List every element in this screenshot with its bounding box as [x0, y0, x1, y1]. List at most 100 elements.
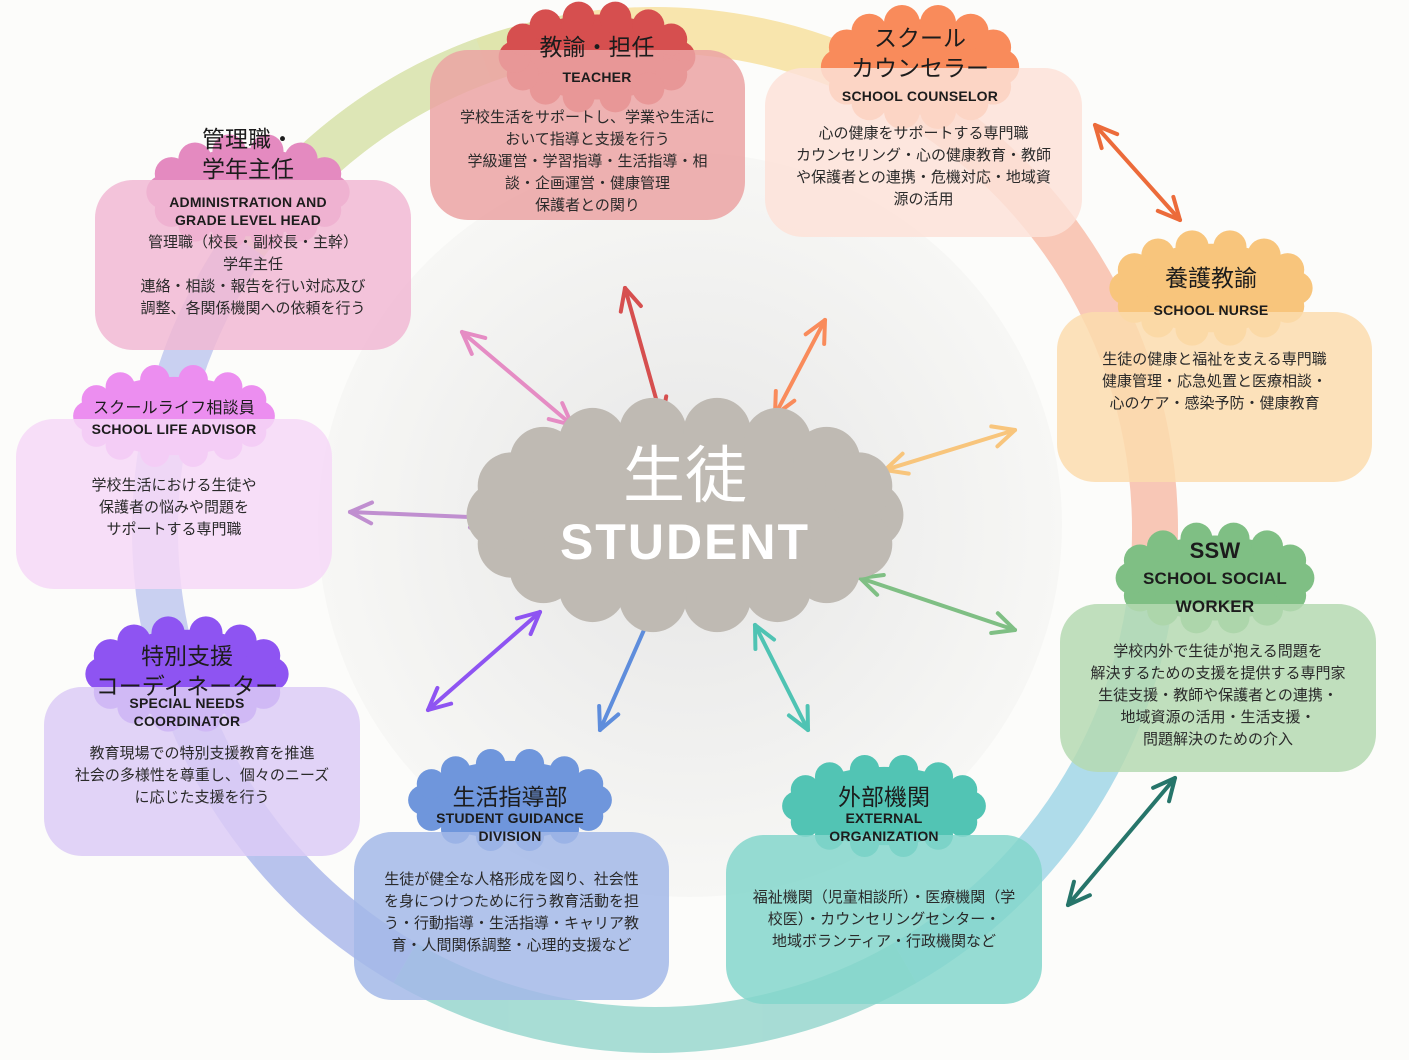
card-school-life-advisor: [16, 419, 332, 589]
subtitle-line: ORGANIZATION: [829, 828, 939, 844]
description-line: 解決するための支援を提供する専門家: [1090, 665, 1346, 682]
title-teacher: 教諭・担任: [457, 32, 737, 62]
subtitle-line: SCHOOL NURSE: [1153, 302, 1269, 318]
student-cloud: [466, 397, 904, 633]
description-line: 健康管理・応急処置と医療相談・: [1101, 373, 1327, 390]
description-line: 生徒が健全な人格形成を図り、社会性: [384, 871, 639, 888]
subtitle-special-needs: SPECIAL NEEDS COORDINATOR: [47, 694, 327, 730]
title-student-guidance: 生活指導部: [370, 782, 650, 812]
description-line: 福祉機関（児童相談所）・医療機関（学: [752, 889, 1016, 906]
student-title-jp: 生徒: [622, 442, 747, 511]
double-arrow-icon: [753, 623, 810, 732]
subtitle-line: SSW: [1189, 538, 1241, 563]
cloud-shapes: [73, 1, 1315, 857]
description-line: 学校生活をサポートし、学業や生活に: [459, 109, 715, 126]
double-arrow-icon: [858, 572, 1017, 636]
subtitle-line: SCHOOL SOCIAL: [1143, 569, 1287, 588]
subtitle-administration: ADMINISTRATION AND GRADE LEVEL HEAD: [108, 193, 388, 229]
description-line: 育・人間関係調整・心理的支援など: [391, 937, 632, 954]
description-line: 保護者との関り: [535, 197, 640, 214]
description-line: 校医）・カウンセリングセンター・: [767, 911, 1001, 928]
description-line: 管理職（校長・副校長・主幹）: [147, 234, 358, 251]
description-special-needs: 教育現場での特別支援教育を推進社会の多様性を尊重し、個々のニーズに応じた支援を行…: [52, 743, 352, 809]
subtitle-line: STUDENT GUIDANCE: [436, 810, 584, 826]
subtitle-line: TEACHER: [562, 69, 632, 85]
subtitle-line: GRADE LEVEL HEAD: [174, 212, 322, 228]
description-line: に応じた支援を行う: [134, 789, 270, 806]
description-line: 心の健康をサポートする専門職: [818, 125, 1029, 142]
description-line: や保護者との連携・危機対応・地域資: [796, 169, 1051, 186]
subtitle-line: ADMINISTRATION AND: [169, 194, 327, 210]
description-teacher: 学校生活をサポートし、学業や生活において指導と支援を行う学級運営・学習指導・生活…: [438, 107, 738, 217]
description-line: おいて指導と支援を行う: [505, 131, 670, 148]
subtitle-line: COORDINATOR: [133, 713, 241, 729]
card-teacher: [430, 50, 745, 220]
card-ssw: [1060, 604, 1376, 772]
subtitle-line: EXTERNAL: [845, 810, 923, 826]
description-school-life-advisor: 学校生活における生徒や保護者の悩みや問題をサポートする専門職: [24, 475, 324, 541]
description-line: 学級運営・学習指導・生活指導・相: [467, 153, 708, 170]
double-arrow-icon: [883, 424, 1017, 476]
description-line: 学校生活における生徒や: [91, 477, 257, 494]
card-external-organization: [726, 835, 1042, 1004]
card-school-counselor: [765, 68, 1082, 237]
double-arrow-icon: [426, 610, 542, 712]
description-line: 地域ボランティア・行政機関など: [771, 933, 997, 950]
description-line: 教育現場での特別支援教育を推進: [89, 745, 315, 762]
description-line: 社会の多様性を尊重し、個々のニーズ: [74, 767, 330, 784]
subtitle-external-organization: EXTERNAL ORGANIZATION: [744, 809, 1024, 845]
subtitle-line: SCHOOL LIFE ADVISOR: [91, 421, 257, 437]
subtitle-line: DIVISION: [478, 828, 542, 844]
title-school-counselor: スクールカウンセラー: [780, 23, 1060, 83]
title-line: 特別支援: [141, 643, 233, 669]
double-arrow-icon: [1093, 123, 1182, 222]
description-line: う・行動指導・生活指導・キャリア教: [383, 915, 639, 932]
description-student-guidance: 生徒が健全な人格形成を図り、社会性を身につけつために行う教育活動を担う・行動指導…: [362, 869, 662, 957]
description-line: 心のケア・感染予防・健康教育: [1109, 395, 1320, 412]
description-line: 調整、各関係機関への依頼を行う: [140, 300, 366, 317]
description-line: 学校内外で生徒が抱える問題を: [1113, 643, 1323, 660]
title-line: 学年主任: [202, 156, 294, 182]
title-line: 生活指導部: [452, 784, 568, 810]
title-line: 外部機関: [838, 784, 930, 810]
description-line: を身につけつために行う教育活動を担: [383, 893, 639, 910]
description-line: 学年主任: [222, 256, 283, 273]
description-line: 生徒支援・教師や保護者との連携・: [1098, 687, 1338, 704]
description-ssw: 学校内外で生徒が抱える問題を解決するための支援を提供する専門家生徒支援・教師や保…: [1068, 641, 1368, 751]
subtitle-teacher: TEACHER: [457, 68, 737, 86]
description-administration: 管理職（校長・副校長・主幹）学年主任連絡・相談・報告を行い対応及び調整、各関係機…: [103, 232, 403, 320]
student-center: 生徒 STUDENT: [480, 440, 890, 570]
card-school-nurse: [1057, 312, 1372, 482]
description-line: 談・企画運営・健康管理: [504, 175, 670, 192]
subtitle-ssw: SSW SCHOOL SOCIAL WORKER: [1075, 537, 1355, 621]
card-student-guidance: [354, 832, 669, 1000]
subtitle-student-guidance: STUDENT GUIDANCE DIVISION: [370, 809, 650, 845]
description-line: 源の活用: [893, 191, 954, 208]
title-line: 管理職・: [202, 126, 294, 152]
title-line: スクール: [874, 25, 966, 51]
description-line: 保護者の悩みや問題を: [98, 499, 249, 516]
subtitle-line: WORKER: [1175, 597, 1255, 616]
subtitle-school-life-advisor: スクールライフ相談員 SCHOOL LIFE ADVISOR: [34, 398, 314, 438]
title-line: 養護教諭: [1165, 265, 1257, 291]
subtitle-line: SPECIAL NEEDS: [129, 695, 245, 711]
subtitle-school-counselor: SCHOOL COUNSELOR: [780, 87, 1060, 105]
description-school-nurse: 生徒の健康と福祉を支える専門職健康管理・応急処置と医療相談・心のケア・感染予防・…: [1065, 349, 1365, 415]
title-line: 教諭・担任: [539, 34, 655, 60]
subtitle-line: スクールライフ相談員: [92, 400, 255, 417]
card-special-needs: [44, 687, 360, 856]
double-arrow-icon: [1066, 776, 1177, 907]
card-administration: [95, 180, 411, 350]
title-line: コーディネーター: [95, 673, 279, 699]
title-special-needs: 特別支援コーディネーター: [47, 641, 327, 701]
description-school-counselor: 心の健康をサポートする専門職カウンセリング・心の健康教育・教師や保護者との連携・…: [774, 123, 1074, 211]
title-administration: 管理職・学年主任: [108, 124, 388, 184]
title-school-nurse: 養護教諭: [1071, 263, 1351, 293]
description-line: サポートする専門職: [106, 521, 242, 538]
description-line: 地域資源の活用・生活支援・: [1120, 709, 1316, 726]
subtitle-line: SCHOOL COUNSELOR: [841, 88, 999, 104]
title-line: カウンセラー: [851, 55, 989, 81]
title-external-organization: 外部機関: [744, 782, 1024, 812]
description-external-organization: 福祉機関（児童相談所）・医療機関（学校医）・カウンセリングセンター・地域ボランテ…: [734, 887, 1034, 953]
